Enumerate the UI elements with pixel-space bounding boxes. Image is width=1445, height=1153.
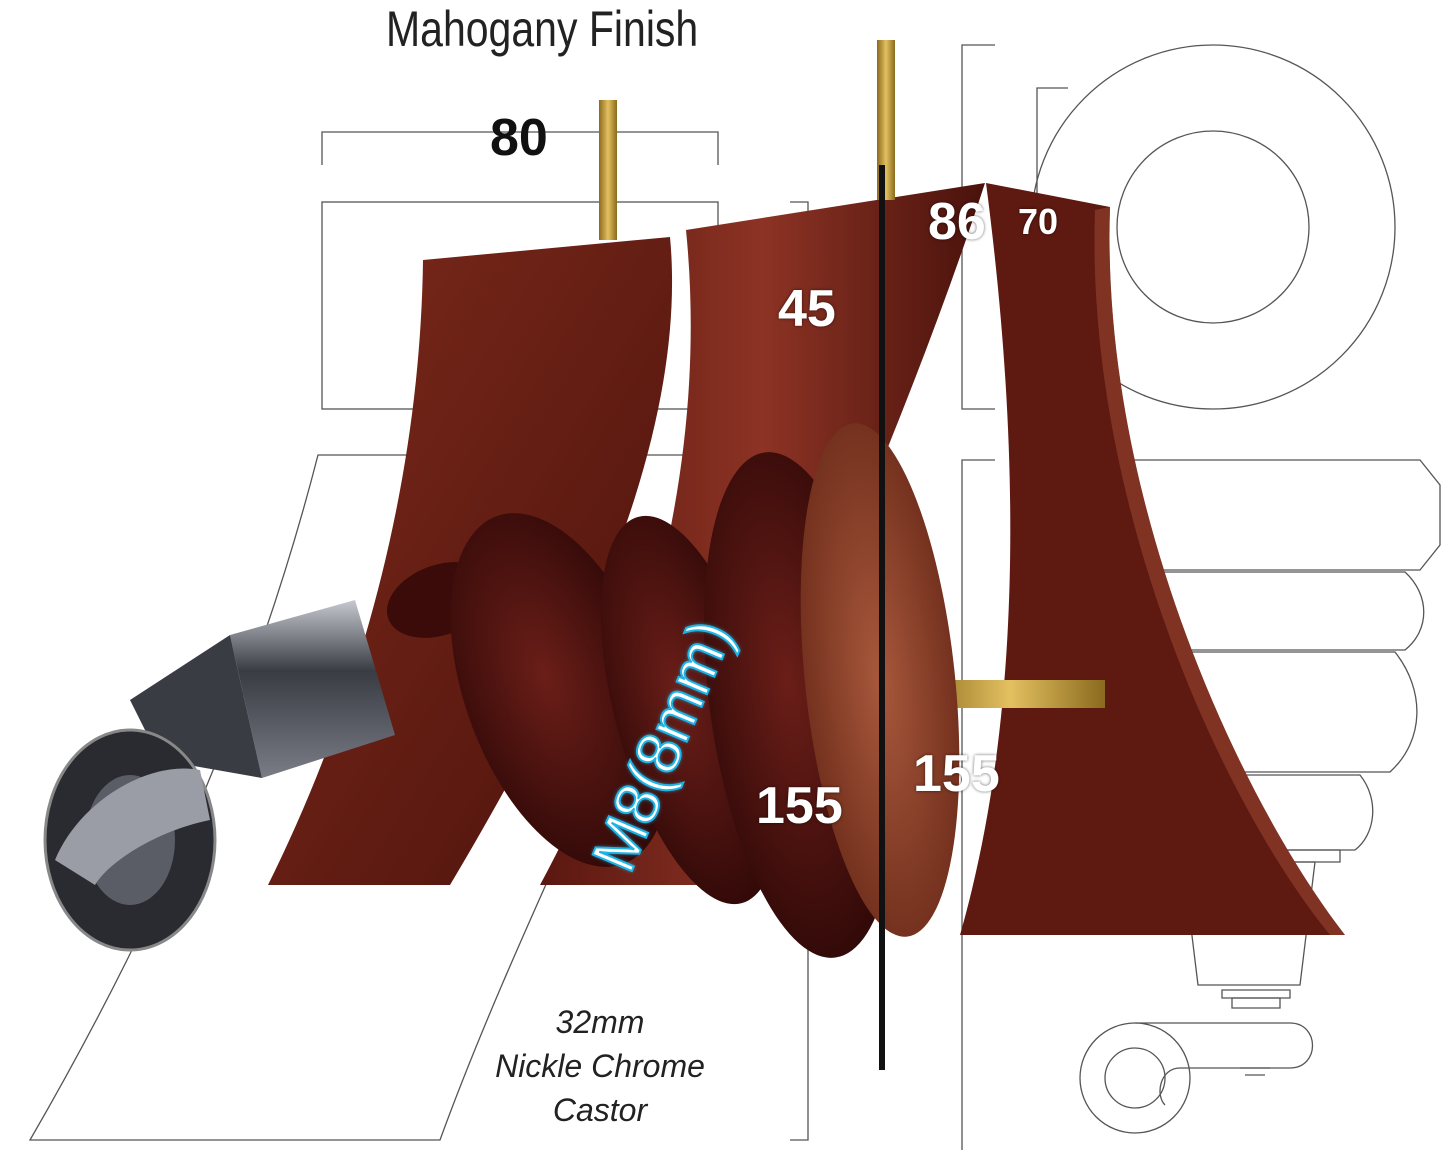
castor-material: Nickle Chrome — [495, 1048, 705, 1084]
dimension-inner-diameter-label: 70 — [1018, 201, 1059, 242]
castor-type: Castor — [552, 1092, 648, 1128]
dimension-width-label: 80 — [490, 109, 548, 167]
castor-description: 32mm Nickle Chrome Castor — [490, 1000, 710, 1132]
screws — [599, 40, 1105, 708]
dimension-outer-diameter-label: 86 — [928, 193, 986, 251]
castor-wheel-inner — [1104, 1047, 1166, 1109]
castor-size: 32mm — [555, 1004, 645, 1040]
screw-1 — [599, 100, 617, 240]
dimension-turned-length-label: 155 — [756, 777, 843, 835]
castor-wheel-outer — [1079, 1022, 1191, 1134]
dimension-height-label: 45 — [778, 280, 836, 338]
round-top-inner — [1116, 130, 1310, 324]
width-dimension-bracket — [321, 131, 719, 165]
page-title: Mahogany Finish — [386, 1, 699, 57]
turned-length-bracket — [961, 459, 995, 1150]
dimension-tapered-length-label: 155 — [913, 745, 1000, 803]
castor — [43, 600, 395, 952]
screw-2 — [877, 40, 895, 200]
